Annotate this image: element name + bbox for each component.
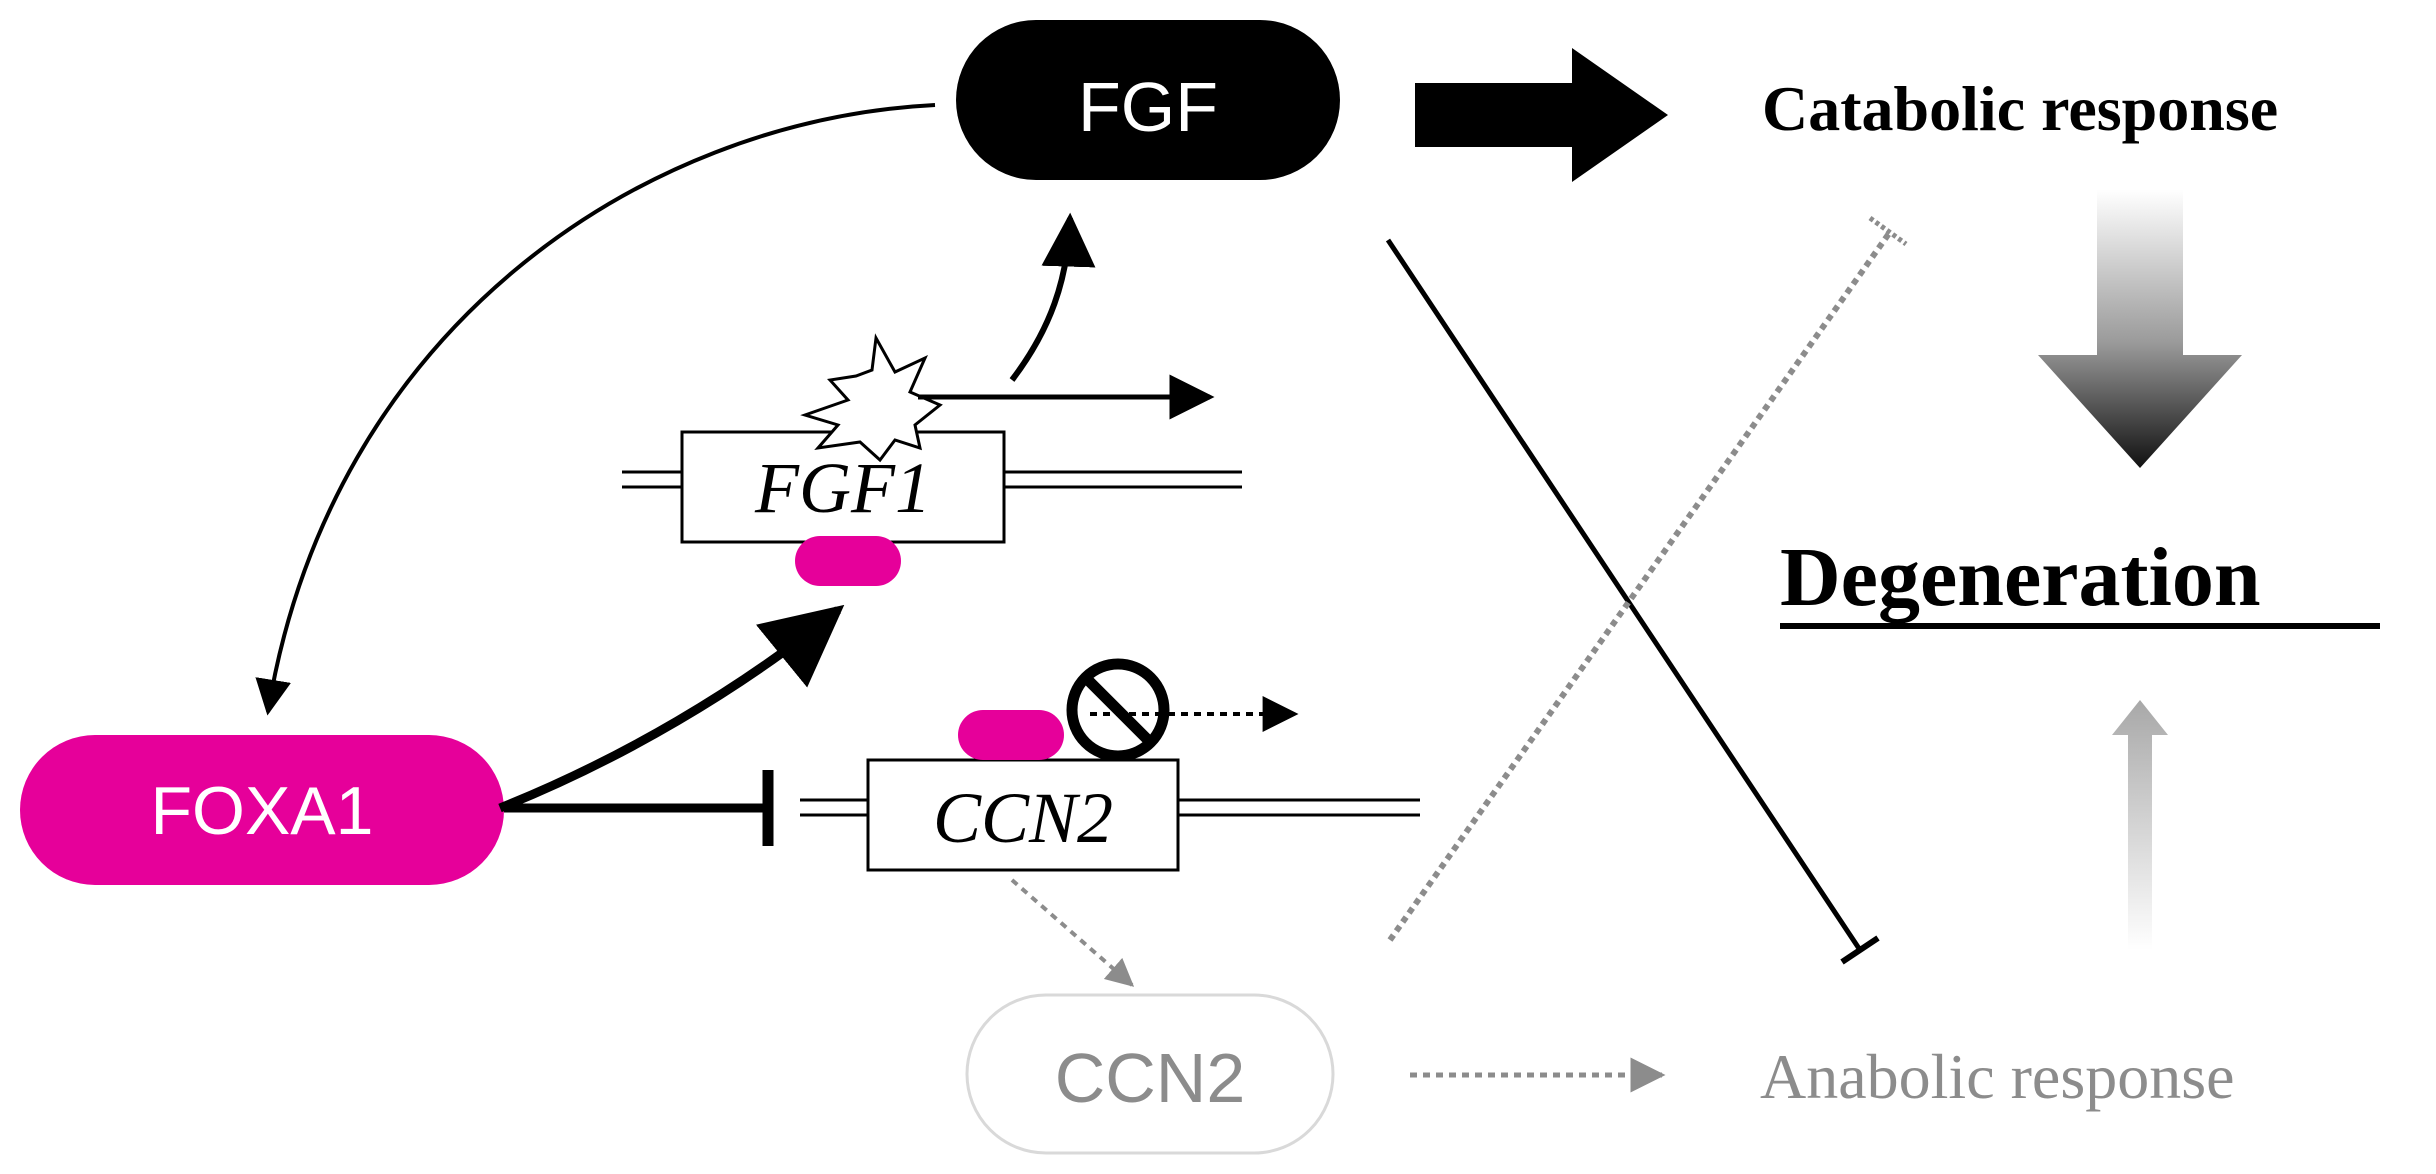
foxa1-binding-fgf1	[795, 536, 901, 586]
fgf1-gene-label: FGF1	[754, 448, 931, 528]
fgf-node: FGF	[956, 20, 1340, 180]
activation-starburst-icon	[800, 333, 943, 463]
anabolic-to-degeneration-arrow	[2112, 700, 2168, 950]
foxa1-node: FOXA1	[20, 735, 504, 885]
foxa1-to-fgf1-arrow	[498, 604, 845, 813]
ccn2-gene-label: CCN2	[933, 778, 1113, 858]
ccn2-protein-label: CCN2	[1055, 1039, 1246, 1117]
fgf-inhibits-anabolic-line	[1385, 238, 1880, 965]
fgf-label: FGF	[1078, 68, 1218, 146]
ccn2-gene-to-protein-arrow	[1010, 878, 1135, 987]
prohibition-icon	[1066, 658, 1170, 762]
foxa1-label: FOXA1	[151, 773, 374, 849]
foxa1-inhibits-ccn2-bar	[504, 770, 774, 846]
foxa1-binding-ccn2	[958, 710, 1064, 760]
catabolic-response-label: Catabolic response	[1762, 73, 2278, 144]
catabolic-to-degeneration-arrow	[2038, 190, 2242, 468]
fgf1-gene: FGF1	[622, 430, 1242, 586]
ccn2-gene: CCN2	[800, 710, 1420, 872]
fgf-to-catabolic-block-arrow	[1415, 48, 1668, 182]
ccn2-inhibits-catabolic-dotted-line	[1387, 215, 1908, 942]
degeneration-label: Degeneration	[1780, 531, 2261, 624]
anabolic-response-label: Anabolic response	[1760, 1041, 2235, 1112]
fgf1-to-fgf-arrow	[1009, 212, 1096, 382]
ccn2-protein-node: CCN2	[965, 993, 1335, 1155]
fgf-to-foxa1-arrow	[255, 103, 936, 716]
